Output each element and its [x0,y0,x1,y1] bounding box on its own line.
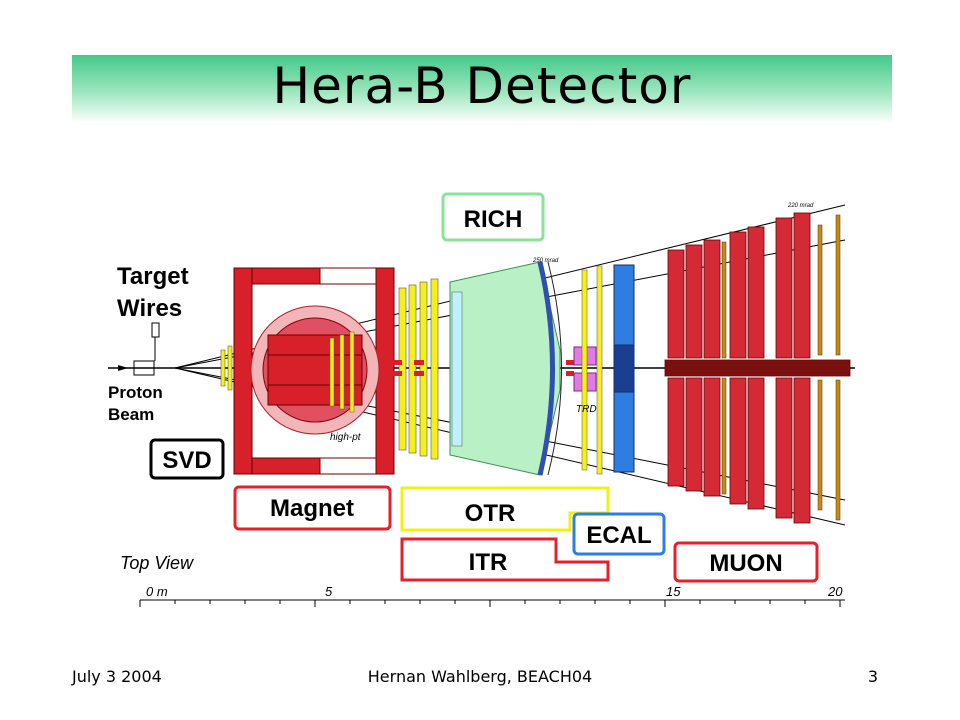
ecal-label-box [572,512,666,556]
magnet-coil [250,305,380,435]
svd-label: SVD [162,447,211,474]
slide-title: Hera-B Detector [272,57,692,115]
target-wires-label-line2: Wires [117,295,182,322]
high-pt-label: high-pt [330,432,362,443]
itr-label: ITR [469,549,508,576]
mrad-250-label: 250 mrad [532,258,559,264]
footer-date: July 3 2004 [72,667,162,686]
proton-beam-label-line2: Beam [108,405,154,424]
footer-author: Hernan Wahlberg, BEACH04 [367,667,593,686]
muon-label: MUON [709,550,782,577]
scale-tick-20: 20 [827,584,843,599]
trd-detector [573,265,603,475]
rich-label-box [441,192,545,242]
magnet-yoke [233,267,395,475]
itr-label-box [400,537,610,582]
magnet-label: Magnet [270,495,354,522]
muon-label-box [673,541,819,583]
trd-label: TRD [576,404,597,415]
proton-beam-label-line1: Proton [108,383,163,402]
tracker-stations [398,278,439,460]
high-pt-chambers [329,331,355,413]
muon-detector [664,212,851,524]
ecal-detector [613,264,635,473]
scale-tick-5: 5 [325,584,333,599]
muon-absorbers [721,214,841,521]
scale-tick-15: 15 [666,584,681,599]
scale-bar [139,599,845,607]
vertex-detector [220,345,233,391]
target-wires-label-line1: Target [117,263,189,290]
mrad-220-label: 220 mrad [787,203,814,209]
footer-page-number: 3 [867,667,878,686]
title-band: Hera-B Detector [72,55,892,123]
scale-tick-0: 0 m [146,584,168,599]
rich-label: RICH [464,206,523,233]
otr-label: OTR [465,500,516,527]
ecal-label: ECAL [586,522,651,549]
target-wires [118,322,160,376]
magnet-label-box [233,485,392,531]
rich-detector [449,261,562,476]
top-view-label: Top View [120,553,194,573]
svd-label-box [149,438,225,480]
otr-label-box [400,486,610,532]
inner-tracker-marks [392,360,574,376]
